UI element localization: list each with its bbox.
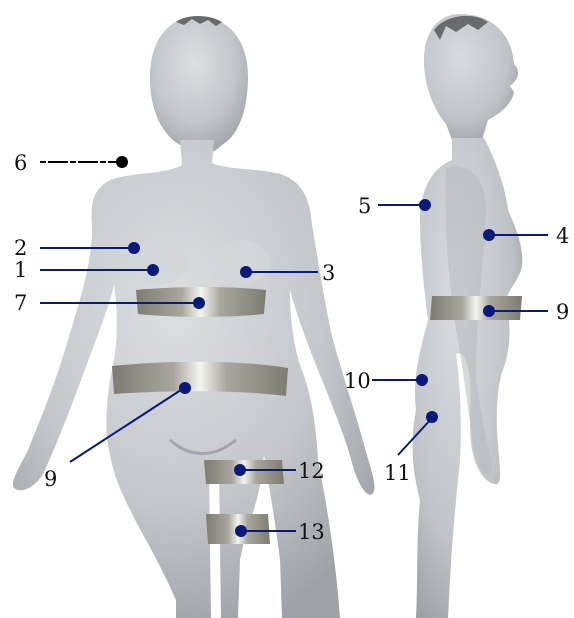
label-9-side: 9 bbox=[556, 300, 569, 324]
front-head bbox=[150, 16, 248, 153]
side-body-figure bbox=[413, 14, 523, 618]
marker-9-side bbox=[483, 305, 495, 317]
marker-1 bbox=[147, 264, 159, 276]
marker-5 bbox=[419, 199, 431, 211]
marker-3 bbox=[240, 266, 252, 278]
front-right-breast bbox=[214, 240, 270, 284]
label-12: 12 bbox=[298, 459, 325, 483]
marker-11 bbox=[426, 411, 438, 423]
label-13: 13 bbox=[298, 520, 325, 544]
marker-2 bbox=[128, 242, 140, 254]
label-3: 3 bbox=[322, 261, 335, 285]
marker-4 bbox=[483, 229, 495, 241]
front-left-breast bbox=[132, 240, 188, 284]
label-11: 11 bbox=[384, 461, 411, 485]
label-4: 4 bbox=[556, 224, 569, 248]
label-10: 10 bbox=[344, 369, 371, 393]
marker-10 bbox=[416, 374, 428, 386]
label-7: 7 bbox=[14, 291, 27, 315]
front-band-hip bbox=[112, 362, 288, 396]
marker-9-front bbox=[179, 382, 191, 394]
label-1: 1 bbox=[14, 258, 27, 282]
marker-6 bbox=[116, 156, 128, 168]
side-band-hip bbox=[430, 296, 522, 320]
marker-13 bbox=[235, 525, 247, 537]
marker-7 bbox=[193, 297, 205, 309]
label-9-front: 9 bbox=[44, 467, 57, 491]
label-6: 6 bbox=[14, 151, 27, 175]
label-2: 2 bbox=[14, 236, 27, 260]
marker-12 bbox=[234, 464, 246, 476]
label-5: 5 bbox=[358, 194, 371, 218]
